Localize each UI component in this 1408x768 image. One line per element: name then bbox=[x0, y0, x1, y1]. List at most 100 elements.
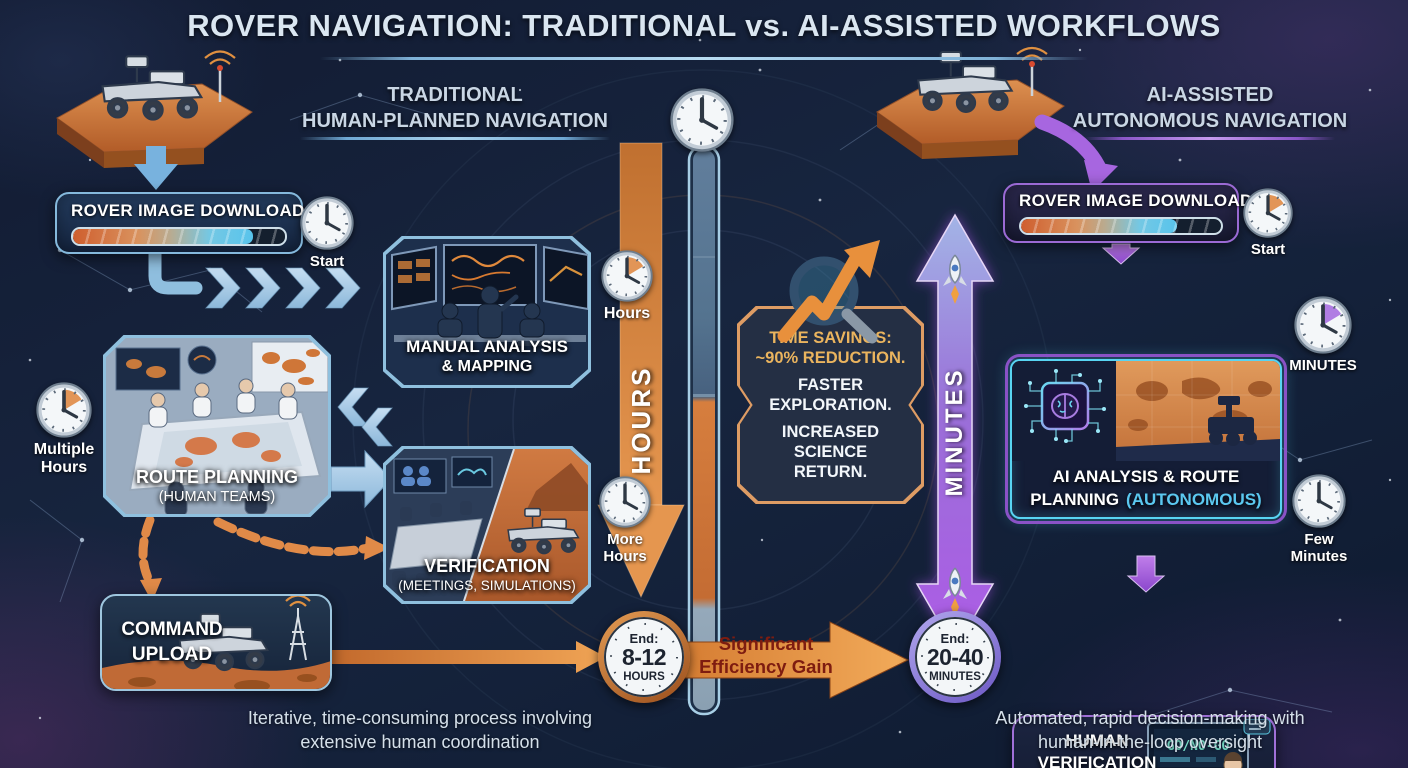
orange-arrowheads bbox=[140, 536, 390, 602]
route-planning-sublabel: (HUMAN TEAMS) bbox=[158, 489, 276, 506]
savings-benefit-1: FASTER EXPLORATION. bbox=[769, 375, 892, 414]
progress-stripes bbox=[73, 228, 285, 244]
start-clock-traditional: Start bbox=[287, 196, 367, 270]
verification-box: VERIFICATION (MEETINGS, SIMULATIONS) bbox=[383, 446, 591, 604]
end-marker-ai: End: 20-40 MINUTES bbox=[909, 611, 1001, 703]
ai-header-underline bbox=[1085, 137, 1335, 140]
title-underline bbox=[320, 57, 1088, 60]
clock-icon bbox=[36, 382, 92, 438]
few-minutes-clock: Few Minutes bbox=[1269, 474, 1369, 566]
clock-label: Multiple bbox=[33, 441, 95, 458]
ai-brain-chip-icon bbox=[1024, 369, 1106, 443]
arrow-analysis-to-route bbox=[337, 387, 394, 447]
clock-label: Minutes bbox=[1290, 548, 1348, 566]
rover-image-download-box-ai: ROVER IMAGE DOWNLOAD bbox=[1003, 183, 1253, 243]
download-progress-fill bbox=[73, 228, 254, 244]
route-planning-illustration bbox=[106, 338, 328, 514]
traditional-caption: Iterative, time-consuming process involv… bbox=[247, 708, 593, 753]
manual-analysis-box: MANUAL ANALYSIS & MAPPING bbox=[383, 236, 591, 388]
clock-ticks bbox=[921, 623, 989, 691]
command-upload-label-traditional: COMMAND UPLOAD bbox=[121, 619, 223, 665]
savings-benefit-2: INCREASED SCIENCE RETURN. bbox=[781, 423, 880, 482]
clock-icon bbox=[670, 88, 734, 152]
end-value: 8-12 bbox=[621, 644, 667, 670]
end-value: 20-40 bbox=[926, 644, 984, 670]
route-planning-box: ROUTE PLANNING (HUMAN TEAMS) bbox=[103, 335, 331, 517]
page-title: ROVER NAVIGATION: TRADITIONAL vs. AI-ASS… bbox=[187, 8, 1221, 43]
hours-clock: Hours bbox=[587, 250, 667, 323]
ai-header-line1: AI-ASSISTED bbox=[1146, 84, 1274, 106]
rover-silhouette bbox=[1208, 396, 1257, 446]
verification-label: VERIFICATION bbox=[424, 555, 550, 576]
end-prefix: End: bbox=[629, 631, 659, 646]
autonomous-accent: (AUTONOMOUS) bbox=[1126, 489, 1262, 509]
efficiency-gain-label: Significant Efficiency Gain bbox=[699, 633, 833, 678]
clock-icon bbox=[300, 196, 354, 250]
rover-image-download-box-traditional: ROVER IMAGE DOWNLOAD bbox=[55, 192, 305, 254]
traditional-header-line2: HUMAN-PLANNED NAVIGATION bbox=[302, 110, 608, 132]
timeline-top-clock bbox=[662, 88, 742, 152]
clock-label: Few bbox=[1304, 531, 1334, 548]
manual-analysis-illustration bbox=[386, 239, 588, 385]
human-verification-illustration: GO/NO-GO bbox=[1147, 719, 1271, 768]
multiple-hours-clock: Multiple Hours bbox=[14, 382, 114, 478]
rocket-icon bbox=[943, 254, 967, 304]
ai-header-line2: AUTONOMOUS NAVIGATION bbox=[1072, 110, 1348, 132]
progress-stripes bbox=[1021, 219, 1221, 233]
clock-label: Start bbox=[309, 253, 345, 270]
clock-ticks bbox=[610, 623, 678, 691]
efficiency-arrow bbox=[677, 621, 910, 699]
download-progress-bar bbox=[1019, 217, 1223, 235]
clock-label: Hours bbox=[40, 459, 88, 477]
more-hours-clock: More Hours bbox=[585, 476, 665, 566]
end-unit: HOURS bbox=[623, 671, 665, 683]
go-no-go-screen-text: GO/NO-GO bbox=[1167, 739, 1230, 754]
hours-track bbox=[597, 142, 685, 599]
end-prefix: End: bbox=[940, 631, 970, 646]
rover-image-download-label: ROVER IMAGE DOWNLOAD bbox=[1019, 191, 1253, 210]
clock-icon bbox=[1294, 296, 1352, 354]
verification-sublabel: (MEETINGS, SIMULATIONS) bbox=[398, 577, 576, 593]
verification-illustration bbox=[386, 449, 588, 601]
growth-magnifier-icon bbox=[777, 240, 880, 344]
route-planning-label: ROUTE PLANNING bbox=[136, 467, 298, 488]
download-progress-bar bbox=[71, 226, 287, 246]
rover-image-download-label: ROVER IMAGE DOWNLOAD bbox=[71, 200, 305, 220]
arrow-route-to-verification bbox=[330, 449, 392, 509]
end-unit: MINUTES bbox=[929, 671, 981, 683]
human-verification-box: GO/NO-GO HUMAN VERIFICATION (RAPID REVIE… bbox=[1012, 715, 1276, 768]
timeline-tube bbox=[687, 144, 721, 716]
human-verification-label: HUMAN VERIFICATION (RAPID REVIEW) bbox=[1037, 731, 1157, 768]
traditional-rover-scene bbox=[56, 50, 253, 168]
command-upload-box-traditional: COMMAND UPLOAD bbox=[100, 594, 332, 691]
rocket-icon bbox=[943, 567, 967, 617]
minutes-track-label: MINUTES bbox=[941, 367, 968, 497]
clock-label: More bbox=[607, 531, 643, 548]
download-progress-fill bbox=[1021, 219, 1177, 233]
clock-icon bbox=[1243, 188, 1293, 238]
traditional-column-header: TRADITIONAL HUMAN-PLANNED NAVIGATION bbox=[270, 82, 640, 134]
clock-label: Start bbox=[1250, 241, 1286, 258]
arrow-command-to-end bbox=[330, 641, 606, 673]
arrow-verification-to-command bbox=[138, 515, 373, 587]
hours-track-label: HOURS bbox=[626, 365, 656, 475]
ai-column-header: AI-ASSISTED AUTONOMOUS NAVIGATION bbox=[1030, 82, 1390, 134]
ai-caption: Automated, rapid decision-making with hu… bbox=[995, 708, 1305, 753]
arrow-terrain-to-download bbox=[134, 146, 178, 190]
time-savings-badge: TIME SAVINGS: ~90% REDUCTION. FASTER EXP… bbox=[737, 306, 924, 504]
manual-analysis-label: MANUAL ANALYSIS & MAPPING bbox=[406, 336, 568, 376]
clock-label: MINUTES bbox=[1289, 357, 1357, 374]
start-clock-ai: Start bbox=[1228, 188, 1308, 258]
ai-analysis-label: AI ANALYSIS & ROUTE PLANNING(AUTONOMOUS) bbox=[1030, 467, 1262, 509]
traditional-header-underline bbox=[300, 137, 610, 140]
clock-label: Hours bbox=[603, 548, 647, 566]
ai-analysis-illustration bbox=[1012, 361, 1280, 461]
command-upload-illustration bbox=[102, 596, 330, 689]
clock-icon bbox=[1292, 474, 1346, 528]
traditional-header-line1: TRADITIONAL bbox=[387, 84, 523, 106]
minutes-clock: MINUTES bbox=[1273, 296, 1373, 374]
end-marker-traditional: End: 8-12 HOURS bbox=[598, 611, 690, 703]
arrow-download-to-analysis bbox=[148, 247, 361, 309]
